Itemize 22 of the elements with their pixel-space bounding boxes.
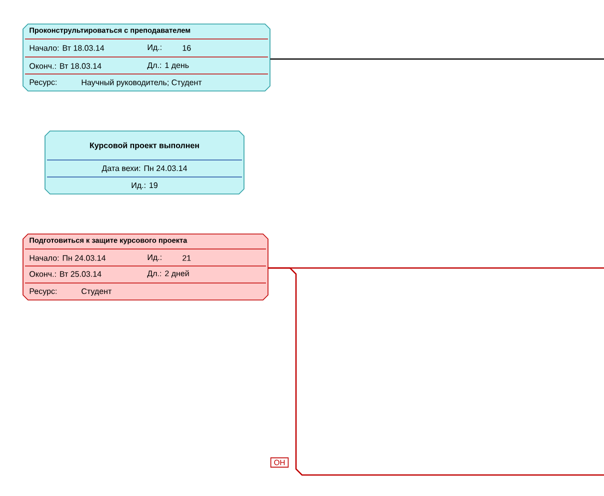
field-text: Дл.: 1 день [147,62,189,70]
field-text: Научный руководитель; Студент [82,79,202,87]
field-text: 16 [182,45,191,51]
field-text: Ид.: [148,44,162,52]
field-text: Дата вехи: Пн 24.03.14 [102,165,188,173]
field-text: Начало: Пн 24.03.14 [30,255,106,261]
connector-line [270,58,604,60]
field-text: Ресурс: [30,288,56,296]
task-title: Курсовой проект выполнен [90,142,199,150]
field-text: 21 [182,255,191,261]
field-text: Ид.: 19 [132,182,158,190]
field-text: Студент [82,288,112,296]
connector-line [268,267,604,476]
field-text: Дл.: 2 дней [147,270,189,278]
field-text: Ресурс: [30,79,56,87]
field-text: Ид.: [148,254,162,262]
task-box [44,130,244,194]
task-box [22,234,268,300]
field-text: Начало: Вт 18.03.14 [30,45,104,51]
field-text: Оконч.: Вт 25.03.14 [30,271,102,277]
field-text: Оконч.: Вт 18.03.14 [30,63,102,69]
task-box [22,24,270,92]
